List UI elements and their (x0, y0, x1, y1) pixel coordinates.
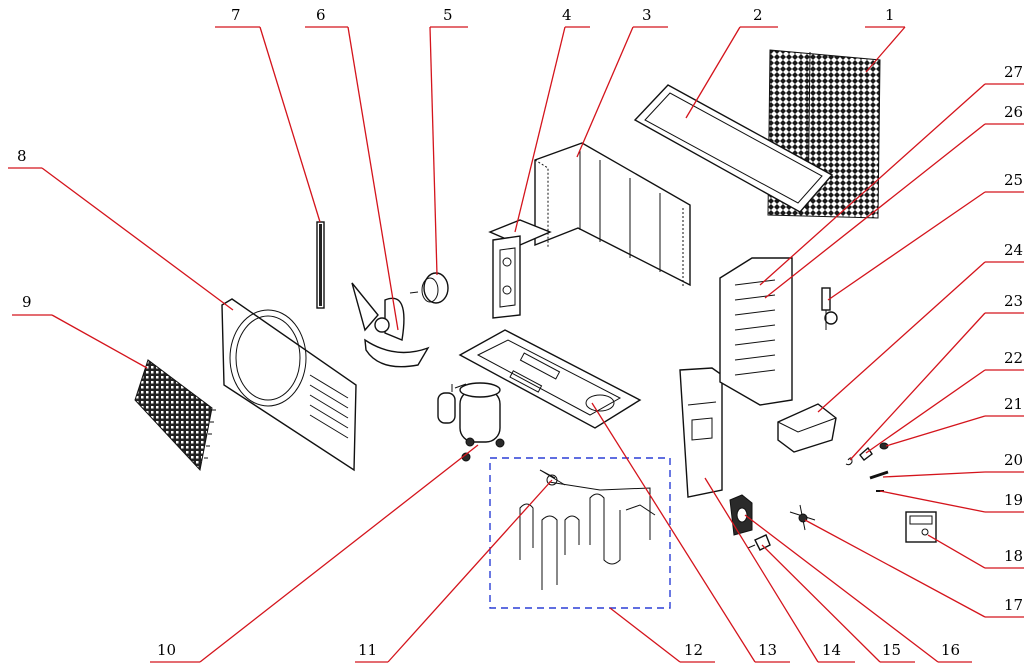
callout-label-25: 25 (1004, 171, 1023, 189)
callout-22: 22 (865, 349, 1024, 454)
part-2-top-cover (633, 84, 834, 213)
part-8-front-panel (221, 298, 357, 472)
callout-15: 15 (761, 544, 915, 663)
callout-17: 17 (804, 519, 1024, 618)
callout-26: 26 (764, 103, 1024, 299)
callout-12: 12 (609, 607, 715, 663)
callout-label-12: 12 (684, 641, 703, 659)
callout-3: 3 (576, 6, 668, 158)
callout-label-16: 16 (941, 641, 960, 659)
part-7-vertical-strip (316, 221, 325, 309)
part-26-heat-exchanger (719, 257, 793, 406)
part-15-small-bracket (747, 534, 771, 551)
part-24-tray (777, 403, 837, 453)
callout-8: 8 (8, 147, 234, 311)
callout-14: 14 (704, 477, 855, 663)
piping-group-box (489, 457, 671, 609)
callout-label-17: 17 (1004, 596, 1023, 614)
callout-24: 24 (817, 241, 1024, 413)
part-11-piping-assembly (519, 469, 656, 590)
callout-2: 2 (685, 6, 778, 119)
part-6-fan-blade (351, 282, 430, 368)
part-5-fan-motor (409, 272, 449, 304)
part-3-side-panel (534, 142, 691, 288)
part-4-motor-bracket (488, 219, 552, 319)
callout-label-14: 14 (822, 641, 841, 659)
callout-1: 1 (865, 6, 906, 73)
callout-23: 23 (849, 292, 1024, 461)
callout-label-19: 19 (1004, 491, 1023, 509)
callout-label-15: 15 (882, 641, 901, 659)
callout-19: 19 (879, 490, 1024, 513)
part-17-valve (789, 504, 816, 531)
callout-label-24: 24 (1004, 241, 1023, 259)
callout-label-5: 5 (443, 6, 453, 24)
part-9-fan-guard-grille (134, 359, 216, 472)
callout-7: 7 (215, 6, 321, 223)
callout-label-21: 21 (1004, 395, 1023, 413)
callout-label-27: 27 (1004, 63, 1023, 81)
callout-label-11: 11 (358, 641, 377, 659)
callout-label-13: 13 (758, 641, 777, 659)
part-23-hook (845, 457, 853, 466)
callout-label-18: 18 (1004, 547, 1023, 565)
callout-13: 13 (591, 402, 790, 663)
part-10-compressor (437, 382, 505, 462)
callout-label-8: 8 (17, 147, 27, 165)
callout-label-1: 1 (885, 6, 895, 24)
callout-label-4: 4 (562, 6, 572, 24)
callout-label-10: 10 (157, 641, 176, 659)
callout-16: 16 (744, 514, 972, 663)
part-16-capacitor (729, 494, 753, 536)
callout-9: 9 (12, 293, 148, 369)
part-25-sensor-holder (821, 287, 838, 330)
callout-21: 21 (885, 395, 1024, 447)
part-14-electrical-box (679, 367, 723, 498)
callout-6: 6 (305, 6, 399, 331)
callout-20: 20 (882, 451, 1024, 478)
callout-label-3: 3 (642, 6, 652, 24)
callout-11: 11 (355, 479, 553, 663)
part-13-base-pan (458, 329, 642, 429)
callout-10: 10 (150, 444, 479, 663)
callout-18: 18 (927, 534, 1024, 569)
callout-label-20: 20 (1004, 451, 1023, 469)
callout-label-6: 6 (316, 6, 326, 24)
callout-label-2: 2 (753, 6, 763, 24)
callout-5: 5 (429, 6, 468, 276)
callout-label-23: 23 (1004, 292, 1023, 310)
callout-label-7: 7 (231, 6, 241, 24)
part-20-fitting (869, 470, 889, 480)
callout-label-26: 26 (1004, 103, 1023, 121)
callout-4: 4 (514, 6, 590, 233)
callout-label-9: 9 (22, 293, 32, 311)
callout-25: 25 (827, 171, 1024, 301)
callout-label-22: 22 (1004, 349, 1023, 367)
callout-27: 27 (759, 63, 1024, 286)
